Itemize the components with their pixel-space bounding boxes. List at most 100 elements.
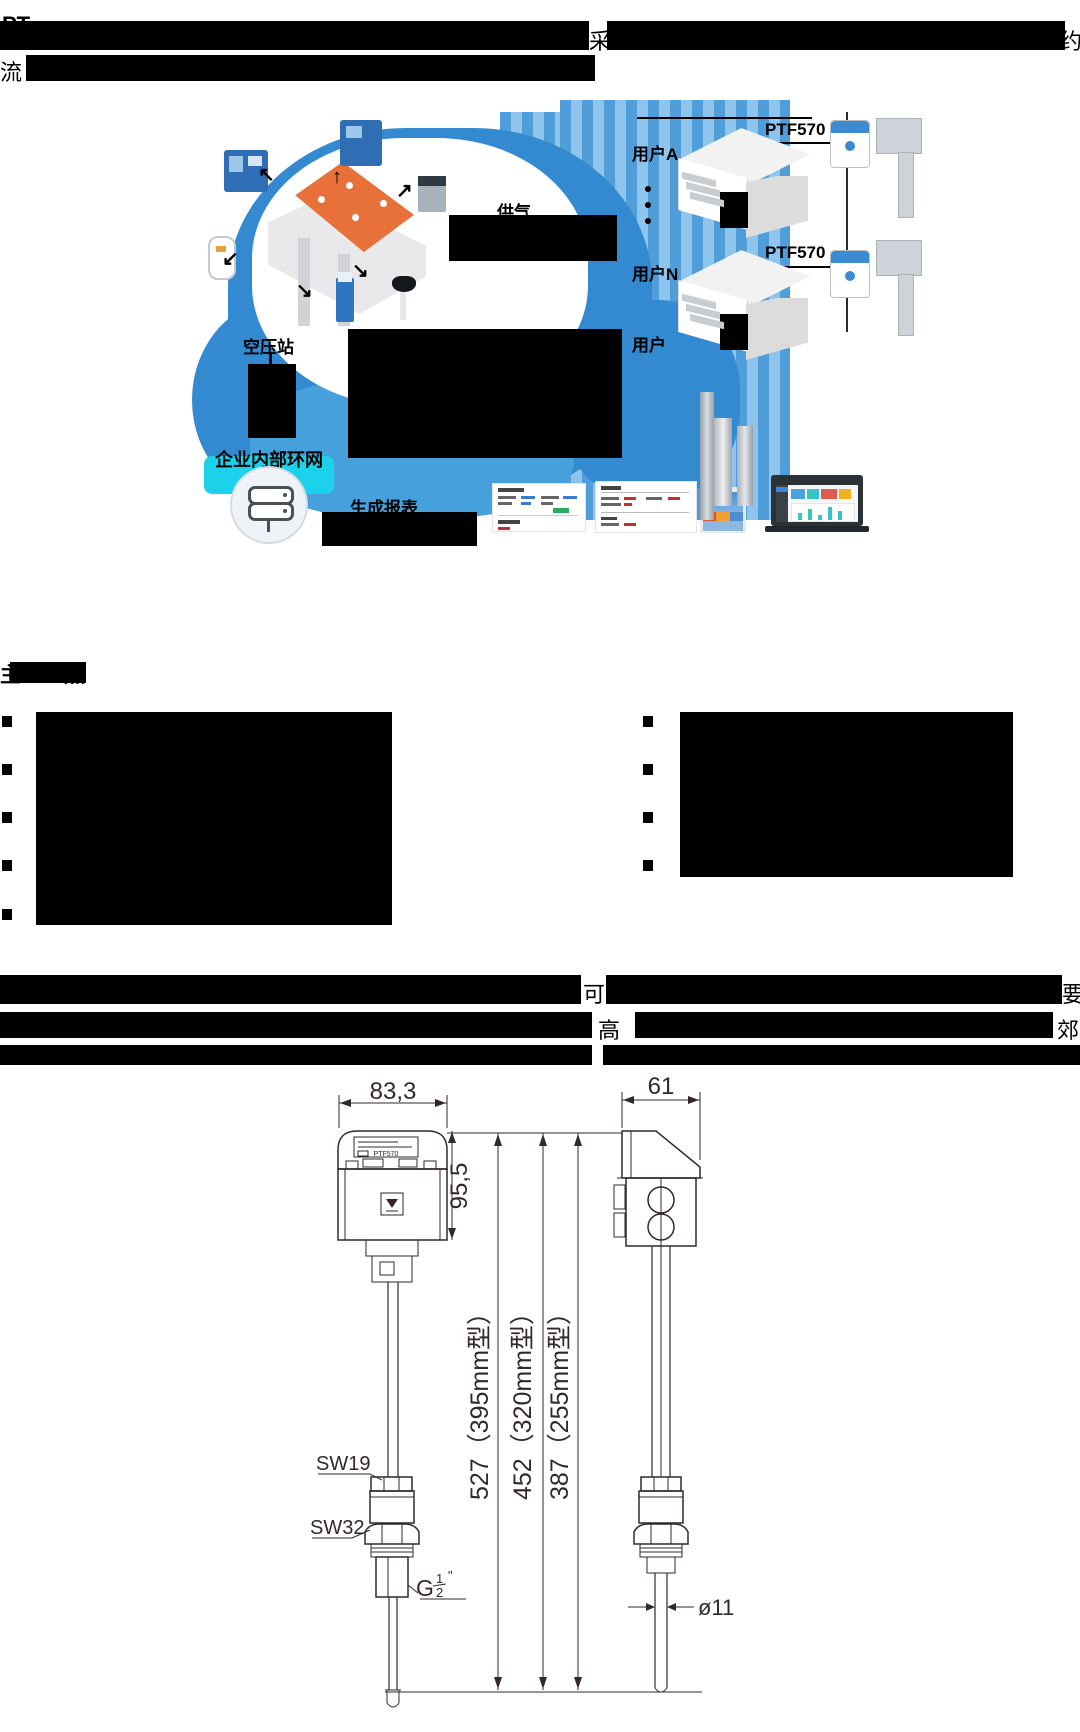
- redaction-box: [680, 712, 1013, 877]
- report-panel-a: [492, 483, 586, 532]
- roof-bolt: [352, 214, 359, 221]
- feature-bullet: [643, 716, 653, 727]
- chart-bar: [808, 509, 812, 520]
- ptf570-device-b: [830, 250, 870, 298]
- device-cap: [831, 121, 869, 133]
- feature-bullet: [643, 812, 653, 823]
- dashboard-topbar: [776, 480, 858, 485]
- probe-diameter-label: ø11: [698, 1595, 734, 1620]
- user-building-a: [668, 128, 820, 240]
- panel-row: [521, 496, 535, 499]
- phone-screen-bottom: [703, 521, 743, 531]
- redaction-box: [248, 364, 296, 438]
- panel-divider: [601, 512, 689, 513]
- server-stem: [267, 520, 270, 532]
- server-led: [283, 509, 287, 513]
- meter-device-right: [418, 176, 446, 212]
- user-label: 用户: [632, 336, 666, 355]
- ptf570-line-top: [637, 117, 812, 119]
- redaction-bar: [0, 21, 589, 50]
- panel-row: [624, 523, 636, 526]
- sensor-head: [392, 276, 416, 292]
- panel-divider: [601, 492, 689, 493]
- panel-row: [498, 527, 510, 530]
- panel-row: [601, 517, 617, 520]
- redaction-bar: [606, 975, 1062, 1004]
- dashboard-card-yellow: [839, 489, 851, 499]
- server-led: [283, 493, 287, 497]
- user-building-n: [668, 250, 820, 362]
- dashboard-card-red: [821, 489, 837, 499]
- building-opening: [720, 192, 748, 228]
- chart-bar: [828, 507, 832, 520]
- building-opening: [720, 314, 748, 350]
- pipe-column: [737, 426, 753, 506]
- panel-row: [541, 502, 553, 505]
- redaction-bar: [635, 1012, 1053, 1038]
- report-panel-b: [595, 481, 697, 533]
- arrow-down-right-icon: ↘: [296, 280, 313, 302]
- arrow-up-right-icon: ↗: [396, 180, 413, 202]
- dashboard-chart: [791, 503, 855, 522]
- feature-bullet: [2, 716, 12, 727]
- body-line2-fragment: 高: [598, 1018, 621, 1043]
- arrow-up-left-icon: ↖: [258, 164, 275, 186]
- user-a-label: 用户A: [632, 145, 679, 164]
- roof-bolt: [346, 182, 353, 189]
- phone-tile: [716, 512, 730, 521]
- compressor-station-label: 空压站: [243, 338, 294, 357]
- ellipsis-dot: [645, 218, 651, 224]
- building-side: [746, 298, 808, 360]
- laptop-screen: [776, 480, 858, 522]
- factory-pillar: [298, 238, 310, 326]
- panel-row: [668, 497, 680, 500]
- redaction-bar: [10, 662, 86, 683]
- pipe-fitting: [876, 118, 922, 154]
- pipe-elbow: [898, 152, 914, 218]
- device-cap: [831, 251, 869, 263]
- dashboard-card-teal: [807, 489, 819, 499]
- pipe-elbow: [898, 274, 914, 336]
- thread-inch-mark: ": [448, 1568, 453, 1583]
- server-icon: [248, 502, 294, 521]
- redaction-bar: [0, 1045, 592, 1065]
- meter-display: [418, 176, 446, 186]
- ellipsis-dot: [645, 186, 651, 192]
- control-cabinet-top: [340, 120, 382, 166]
- panel-row: [624, 497, 636, 500]
- feature-bullet: [2, 764, 12, 775]
- panel-divider: [498, 515, 578, 516]
- cabinet-screen: [346, 126, 362, 138]
- meter-pipe-line: [846, 112, 848, 332]
- connector-tick: [269, 352, 272, 364]
- server-circle: [230, 466, 308, 544]
- body-line2-end: 郊: [1057, 1018, 1080, 1043]
- chart-bar: [798, 513, 802, 520]
- dim-527-label: 527（395mm型）: [466, 1300, 494, 1500]
- panel-row: [521, 502, 531, 505]
- cabinet-screen: [229, 156, 243, 172]
- ellipsis-dot: [645, 202, 651, 208]
- ptf570-device-a: [830, 120, 870, 168]
- roof-bolt: [380, 200, 387, 207]
- redaction-bar: [607, 21, 1065, 50]
- pipe-fitting: [876, 240, 922, 276]
- thread-denominator: 2: [436, 1585, 443, 1600]
- feature-bullet: [2, 860, 12, 871]
- roof-bolt: [318, 196, 325, 203]
- dashboard-sidebar: [776, 485, 788, 522]
- body-line1-end: 要: [1062, 982, 1080, 1007]
- redaction-box: [449, 215, 617, 261]
- redaction-bar: [0, 975, 581, 1004]
- body-line1-fragment: 可: [583, 982, 606, 1007]
- redaction-bar: [26, 55, 595, 81]
- panel-row: [541, 496, 559, 499]
- intro-line1-fragment: 采: [589, 29, 612, 54]
- flow-meter-head: [338, 272, 352, 282]
- panel-row: [498, 496, 516, 499]
- device-dial: [845, 141, 855, 151]
- user-n-label: 用户N: [632, 265, 679, 284]
- feature-bullet: [2, 812, 12, 823]
- intranet-label: 企业内部环网: [215, 450, 323, 470]
- chart-bar: [838, 511, 842, 520]
